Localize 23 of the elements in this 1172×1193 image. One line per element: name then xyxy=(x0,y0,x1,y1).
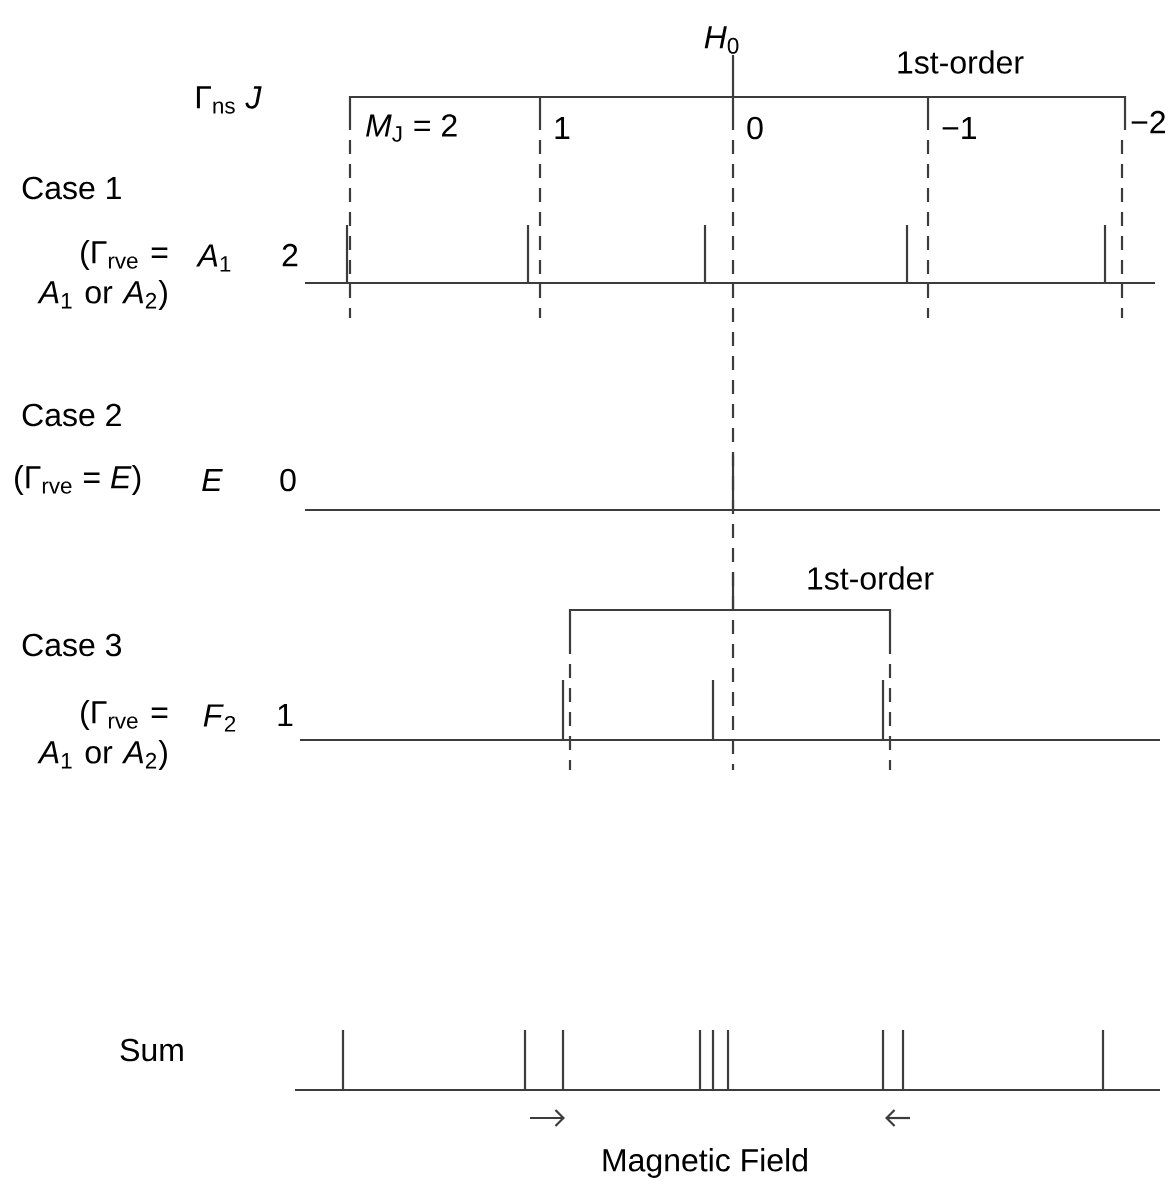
field-symbol: H$_{0}$ xyxy=(704,26,739,54)
order-label: 1st-order xyxy=(808,566,934,590)
axis-title: Magnetic Field xyxy=(603,1148,807,1178)
case-heading: Case 3 xyxy=(22,633,122,657)
degeneracy-number: 0 xyxy=(280,468,296,492)
symmetry-label: E xyxy=(202,469,223,491)
quantum-number: M$_{J}$ = 2 xyxy=(366,114,457,142)
row-label: Sum xyxy=(120,1038,183,1062)
order-label: 1st-order xyxy=(898,50,1024,74)
case-condition: (Γ$_{rve}$ = E) xyxy=(15,465,141,495)
case-heading: Case 2 xyxy=(22,403,121,427)
degeneracy-number: 1 xyxy=(278,704,293,726)
case-condition: (Γ$_{rve}$ = A$_{1}$ or A$_{2}$) xyxy=(37,240,168,310)
quantum-number: −1 xyxy=(942,117,976,139)
symmetry-label: Γ$_{ns}$ J xyxy=(196,86,262,114)
symmetry-label: A$_{1}$ xyxy=(196,244,231,272)
quantum-number: −2 xyxy=(1131,110,1165,134)
degeneracy-number: 2 xyxy=(282,243,298,267)
symmetry-label: F$_{2}$ xyxy=(203,704,236,732)
case-condition: (Γ$_{rve}$ = A$_{1}$ or A$_{2}$) xyxy=(37,700,168,770)
quantum-number: 0 xyxy=(747,116,763,140)
quantum-number: 1 xyxy=(555,117,570,139)
case-heading: Case 1 xyxy=(22,176,121,200)
